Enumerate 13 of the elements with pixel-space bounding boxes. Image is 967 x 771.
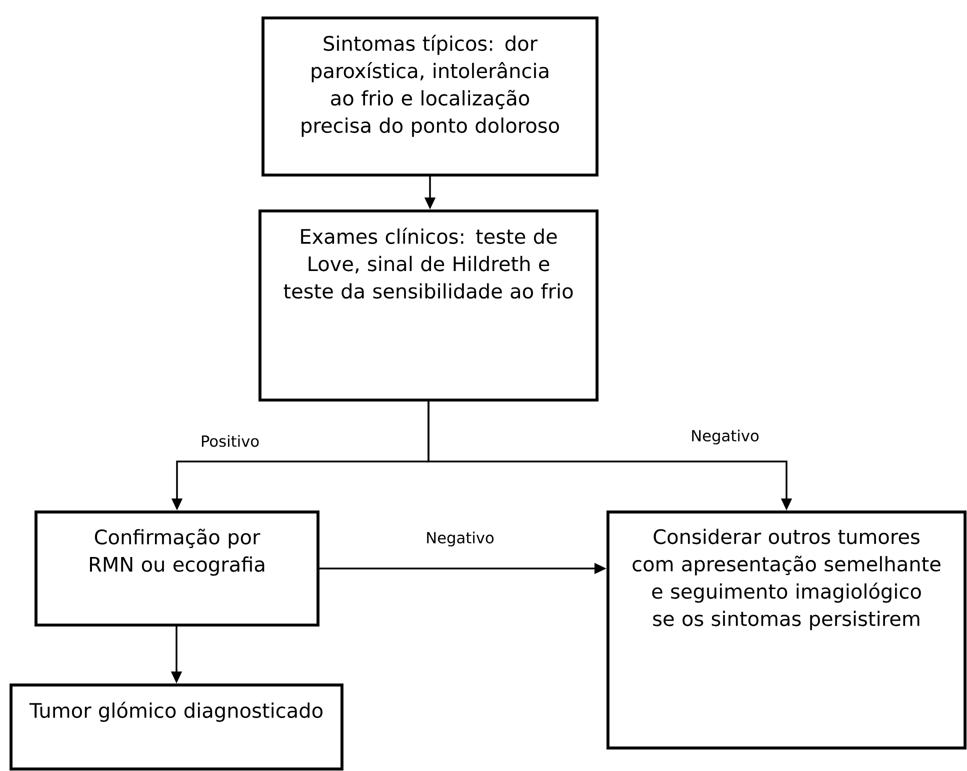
edge-label: Positivo	[202, 435, 259, 447]
process-box	[606, 510, 967, 750]
process-box	[34, 510, 320, 627]
node-label: Tumor glómico diagnosticado	[29, 702, 322, 722]
process-box	[258, 210, 599, 402]
process-box	[262, 16, 598, 176]
node-label: Sintomas típicos: dor paroxística, intolerância ao frio e localização precisa do ponto doloroso	[302, 34, 559, 137]
edge-label: Negativo	[427, 532, 494, 546]
process-box	[10, 684, 344, 770]
node-label: Confirmação por RMN ou ecografia	[90, 528, 264, 576]
edge-label: Negativo	[692, 430, 759, 444]
node-label: Considerar outros tumores com apresentação semelhante e seguimento imagiológico se os sintomas persistirem	[632, 528, 940, 630]
node-label: Exames clínicos: teste de Love, sinal de Hildreth e teste da sensibilidade ao frio	[284, 228, 573, 299]
